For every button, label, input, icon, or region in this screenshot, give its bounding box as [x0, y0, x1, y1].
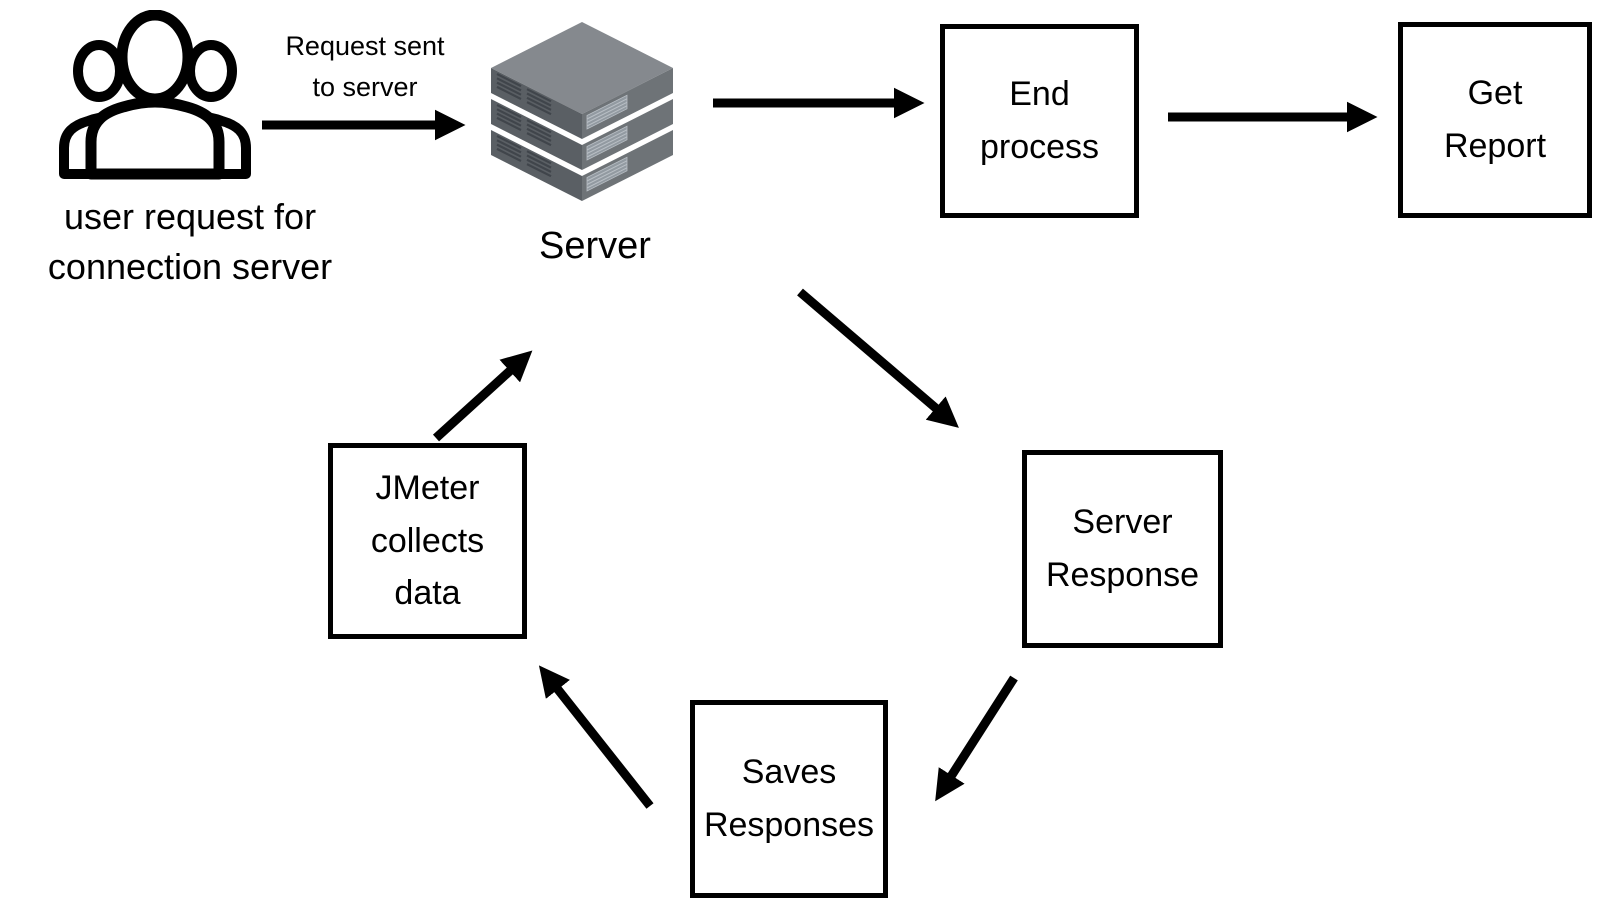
node-end-process: End process	[940, 24, 1139, 218]
server-response-label: Server Response	[1045, 503, 1200, 594]
get-report-label: Get Report	[1443, 74, 1547, 165]
users-icon	[55, 9, 255, 180]
request-sent-label: Request sent to server	[285, 31, 445, 102]
arrow-saves-responses-to-jmeter	[538, 665, 654, 809]
end-process-label: End process	[979, 75, 1100, 166]
node-get-report: Get Report	[1398, 22, 1592, 218]
users-caption: user request for connection server	[47, 196, 333, 288]
arrow-response-to-saves-responses	[935, 675, 1018, 802]
node-server-response: Server Response	[1022, 450, 1223, 648]
server-right-faces	[582, 68, 673, 201]
saves-responses-label: Saves Responses	[703, 753, 875, 844]
node-jmeter-collects-data: JMeter collects data	[328, 443, 527, 639]
arrow-server-to-server-response	[797, 288, 959, 428]
server-label: Server	[539, 225, 651, 267]
arrow-jmeter-to-server	[432, 350, 533, 442]
node-saves-responses: Saves Responses	[690, 700, 888, 898]
server-stack-icon	[487, 20, 677, 202]
jmeter-label: JMeter collects data	[370, 468, 485, 613]
user-center	[85, 9, 225, 180]
